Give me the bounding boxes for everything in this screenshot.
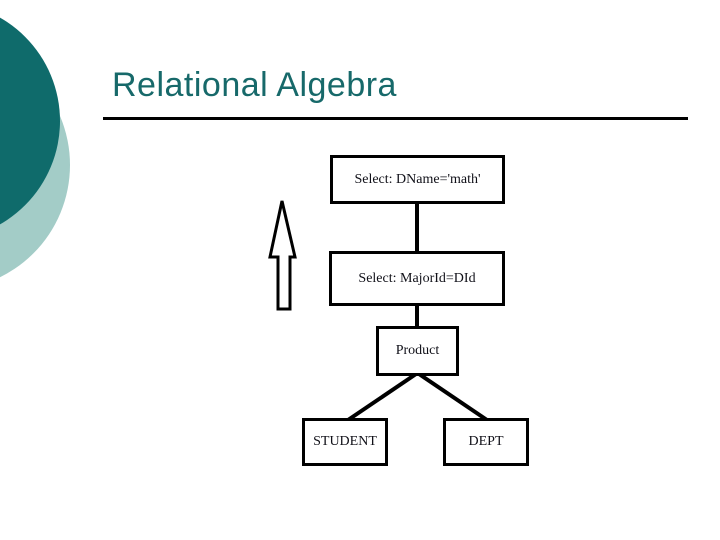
- up-arrow-icon: [268, 200, 297, 311]
- node-select-majorid: Select: MajorId=DId: [329, 251, 505, 306]
- node-select-dname-label: Select: DName='math': [354, 171, 481, 187]
- edge-dept-product: [417, 372, 489, 422]
- node-dept: DEPT: [443, 418, 529, 466]
- title-underline: [103, 117, 688, 120]
- edge-student-product: [346, 372, 418, 422]
- node-select-majorid-label: Select: MajorId=DId: [358, 270, 476, 286]
- node-product-label: Product: [395, 343, 440, 358]
- node-select-dname: Select: DName='math': [330, 155, 505, 204]
- node-student: STUDENT: [302, 418, 388, 466]
- slide-title: Relational Algebra: [112, 66, 397, 104]
- node-dept-label: DEPT: [468, 434, 504, 449]
- node-student-label: STUDENT: [313, 434, 377, 449]
- node-product: Product: [376, 326, 459, 376]
